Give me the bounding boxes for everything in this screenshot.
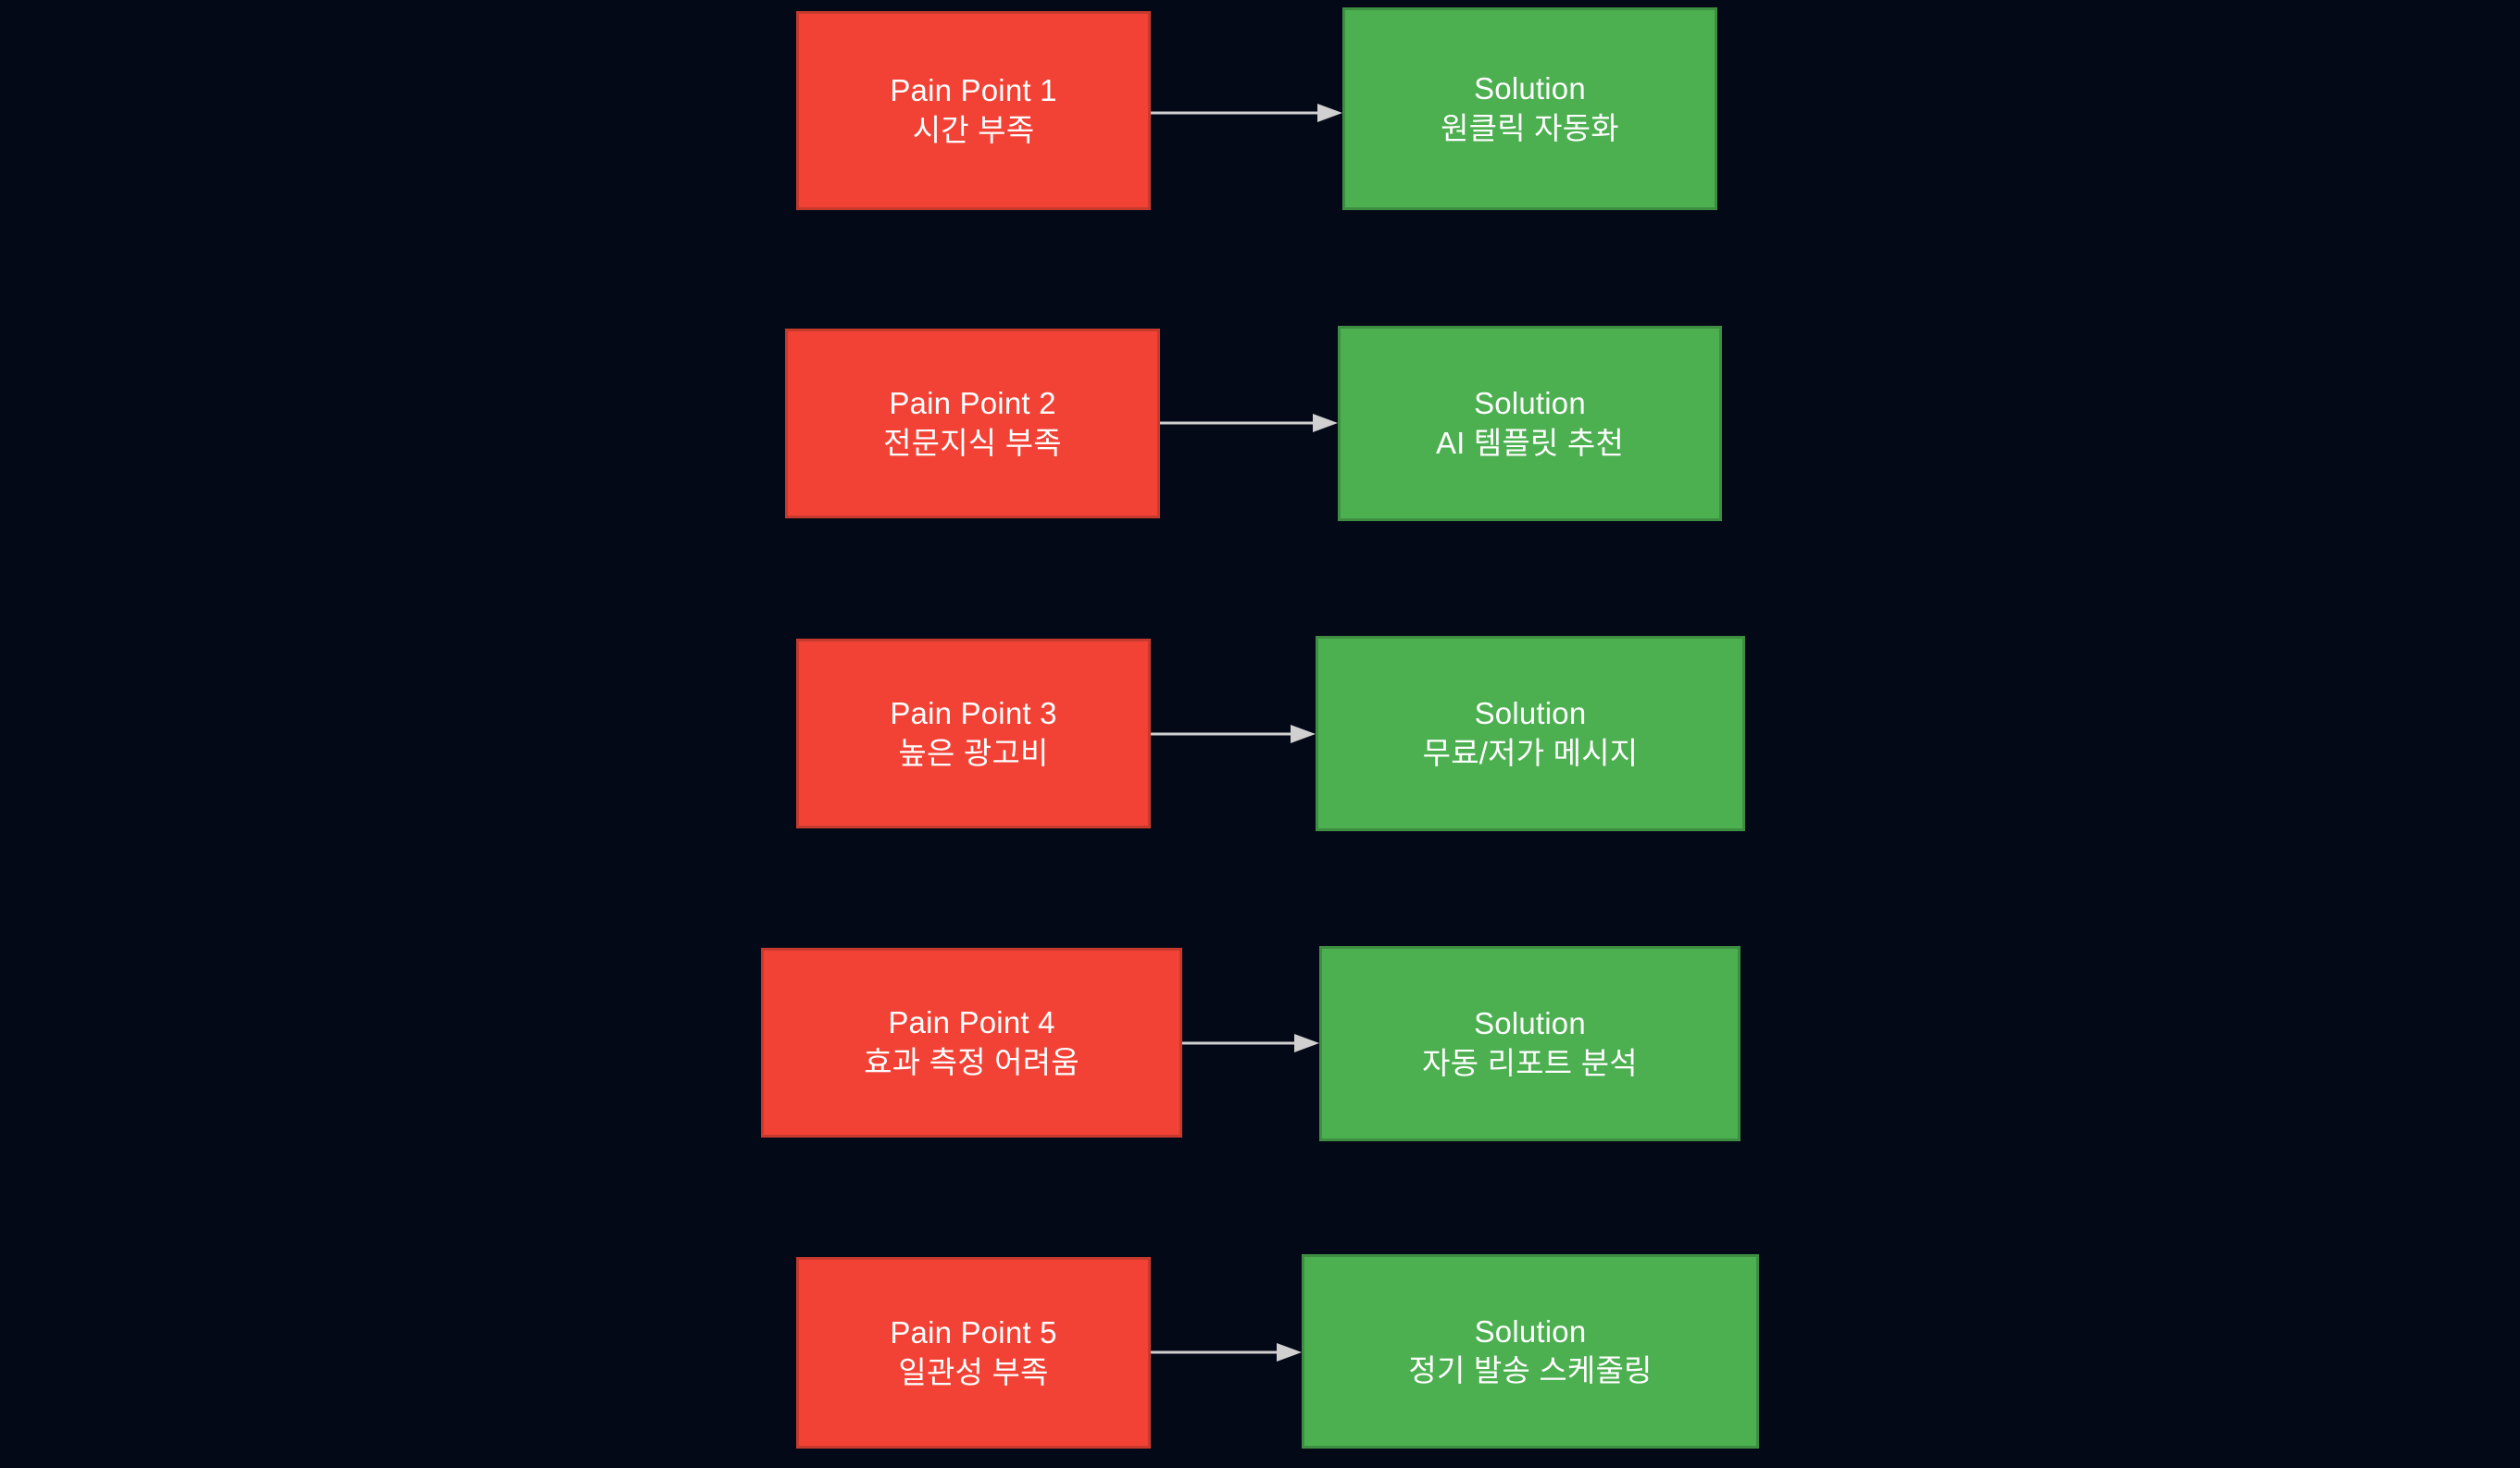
pain-point-node-4-subtitle: 효과 측정 어려움	[864, 1044, 1079, 1079]
connector-arrow-3	[1151, 722, 1316, 746]
connector-arrow-2	[1160, 411, 1338, 435]
solution-node-4[interactable]: Solution 자동 리포트 분석	[1319, 946, 1740, 1141]
pain-point-node-3-title: Pain Point 3	[890, 696, 1057, 731]
solution-node-4-title: Solution	[1474, 1006, 1586, 1041]
pain-point-node-5-subtitle: 일관성 부족	[898, 1354, 1049, 1389]
solution-node-4-subtitle: 자동 리포트 분석	[1422, 1045, 1638, 1080]
solution-node-2-subtitle: AI 템플릿 추천	[1435, 425, 1625, 460]
pain-point-node-2-subtitle: 전문지식 부족	[883, 425, 1062, 460]
pain-point-node-4-title: Pain Point 4	[888, 1005, 1055, 1040]
connector-arrow-1	[1151, 101, 1342, 125]
pain-point-node-1-title: Pain Point 1	[890, 73, 1057, 108]
solution-node-3[interactable]: Solution 무료/저가 메시지	[1316, 636, 1745, 831]
solution-node-1-title: Solution	[1474, 71, 1586, 106]
pain-point-node-2[interactable]: Pain Point 2 전문지식 부족	[785, 329, 1160, 518]
solution-node-1-subtitle: 원클릭 자동화	[1441, 110, 1619, 145]
solution-node-2-title: Solution	[1474, 386, 1586, 421]
pain-point-node-5-title: Pain Point 5	[890, 1315, 1057, 1350]
pain-point-node-3-subtitle: 높은 광고비	[898, 735, 1049, 770]
pain-point-node-1-subtitle: 시간 부족	[912, 112, 1035, 147]
pain-point-node-4[interactable]: Pain Point 4 효과 측정 어려움	[761, 948, 1182, 1138]
connector-arrow-5	[1151, 1340, 1302, 1364]
solution-node-3-subtitle: 무료/저가 메시지	[1422, 735, 1639, 770]
pain-point-node-5[interactable]: Pain Point 5 일관성 부족	[796, 1257, 1151, 1449]
pain-point-node-3[interactable]: Pain Point 3 높은 광고비	[796, 639, 1151, 828]
solution-node-3-title: Solution	[1474, 696, 1587, 731]
solution-node-2[interactable]: Solution AI 템플릿 추천	[1338, 326, 1722, 521]
solution-node-1[interactable]: Solution 원클릭 자동화	[1342, 7, 1717, 210]
pain-point-node-1[interactable]: Pain Point 1 시간 부족	[796, 11, 1151, 210]
connector-arrow-4	[1182, 1031, 1319, 1055]
pain-point-node-2-title: Pain Point 2	[889, 386, 1056, 421]
solution-node-5-title: Solution	[1474, 1313, 1587, 1349]
solution-node-5[interactable]: Solution 정기 발송 스케줄링	[1302, 1254, 1759, 1449]
solution-node-5-subtitle: 정기 발송 스케줄링	[1408, 1353, 1653, 1387]
